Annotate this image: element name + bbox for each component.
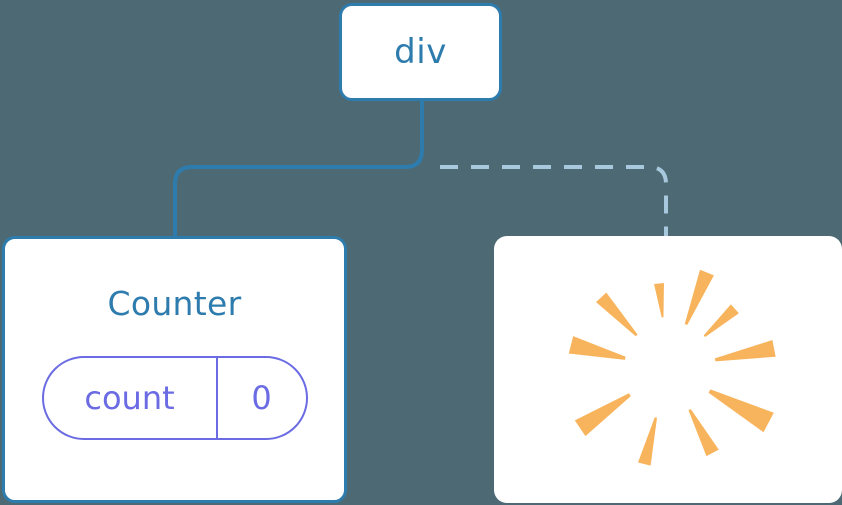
burst-ray-8 xyxy=(708,389,774,433)
node-div[interactable]: div xyxy=(339,3,502,101)
burst-ray-7 xyxy=(688,409,719,457)
state-value: 0 xyxy=(215,358,306,438)
edge-dashed-div-to-flash xyxy=(440,165,668,238)
burst-ray-2 xyxy=(654,282,664,318)
state-key: count xyxy=(84,379,175,417)
render-flash-burst-icon xyxy=(568,269,776,466)
state-badge-count[interactable]: count 0 xyxy=(41,356,308,440)
burst-ray-6 xyxy=(637,417,658,466)
burst-ray-1 xyxy=(684,269,714,325)
burst-ray-9 xyxy=(714,340,776,362)
node-counter-label: Counter xyxy=(107,284,242,323)
burst-ray-4 xyxy=(568,336,626,360)
node-render-flash[interactable] xyxy=(494,236,842,503)
edge-solid-div-to-counter xyxy=(173,98,424,240)
node-div-label: div xyxy=(394,32,447,72)
node-counter[interactable]: Counter count 0 xyxy=(2,236,347,503)
burst-ray-10 xyxy=(703,304,739,338)
burst-ray-5 xyxy=(574,393,631,437)
burst-ray-3 xyxy=(596,292,638,337)
